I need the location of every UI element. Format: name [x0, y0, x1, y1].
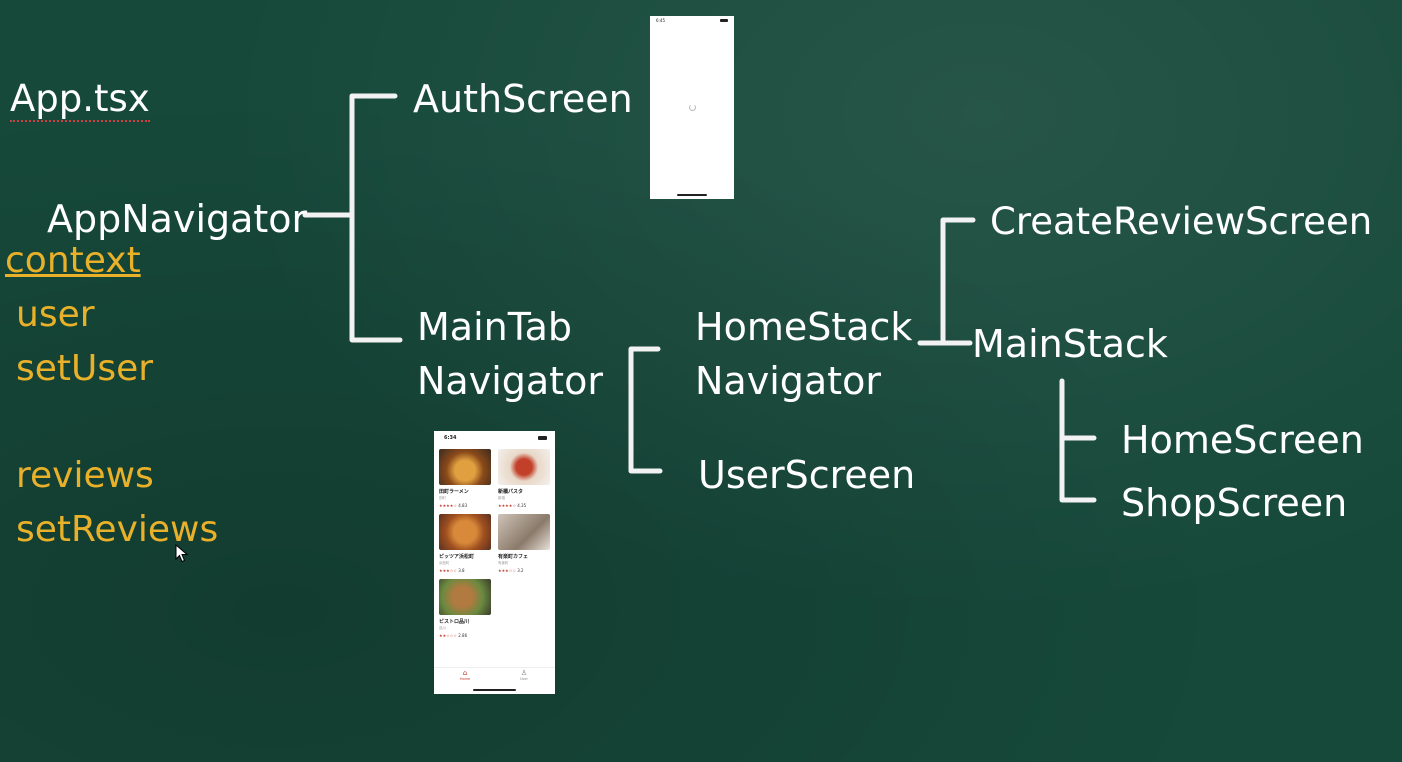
bracket-app-navigator [349, 93, 403, 343]
battery-icon [720, 19, 728, 22]
shop-area: 田町 [439, 496, 446, 500]
loading-spinner-icon [689, 104, 696, 111]
shop-card: 有楽町カフェ 有楽町 ★★★☆☆ 3.2 [498, 514, 550, 573]
shop-card: ピッツア浜松町 浜松町 ★★★☆☆ 3.8 [439, 514, 491, 573]
bracket-home-stack [940, 217, 976, 346]
auth-screen-label: AuthScreen [413, 77, 633, 121]
shop-photo [498, 449, 550, 485]
shop-area: 品川 [439, 626, 446, 630]
shop-area: 浜松町 [439, 561, 450, 565]
tab-user-label: User [520, 677, 528, 681]
shop-name: 田町ラーメン [439, 489, 469, 495]
auth-screen-thumbnail: 6:45 [650, 16, 734, 199]
tab-home-label: Home [459, 677, 471, 681]
shop-rating: ★★★☆☆ 3.2 [498, 568, 524, 573]
shop-card: 新橋パスタ 新橋 ★★★★☆ 4.35 [498, 449, 550, 508]
user-screen-label: UserScreen [698, 453, 916, 497]
shop-photo [439, 449, 491, 485]
home-indicator [677, 194, 707, 196]
context-title: context [5, 240, 141, 281]
shop-photo [439, 514, 491, 550]
home-screen-label: HomeScreen [1121, 418, 1364, 462]
shop-name: ビストロ品川 [439, 619, 470, 625]
shop-area: 有楽町 [498, 561, 509, 565]
context-item-setreviews: setReviews [16, 509, 219, 550]
shop-name: 新橋パスタ [498, 489, 524, 495]
tab-bar-divider [434, 667, 555, 668]
main-tab-navigator-line2: Navigator [417, 359, 603, 403]
battery-icon [538, 436, 547, 440]
app-navigator-label: AppNavigator [47, 197, 308, 241]
context-item-user: user [16, 294, 95, 335]
shop-rating: ★★☆☆☆ 2.86 [439, 633, 468, 638]
shop-area: 新橋 [498, 496, 505, 500]
main-stack-label: MainStack [972, 322, 1168, 366]
home-indicator [473, 689, 516, 691]
shop-photo [498, 514, 550, 550]
shop-name: ピッツア浜松町 [439, 554, 475, 560]
shop-screen-label: ShopScreen [1121, 481, 1348, 525]
home-icon: ⌂ [462, 669, 468, 677]
app-tsx-label: App.tsx [10, 77, 150, 122]
user-icon: ♙ [520, 669, 528, 677]
mouse-cursor-icon [175, 544, 189, 563]
status-time: 6:45 [656, 18, 665, 23]
shop-photo [439, 579, 491, 615]
create-review-screen-label: CreateReviewScreen [990, 200, 1373, 243]
shop-rating: ★★★★☆ 4.35 [498, 503, 527, 508]
home-stack-navigator-line2: Navigator [695, 359, 881, 403]
bracket-main-stack [1059, 378, 1097, 503]
bracket-main-tab [628, 346, 663, 474]
home-screen-thumbnail: 6:34 田町ラーメン 田町 ★★★★☆ 4.83 新橋パスタ 新橋 ★★★★☆… [434, 431, 555, 694]
home-stack-navigator-line1: HomeStack [695, 305, 913, 349]
shop-card: ビストロ品川 品川 ★★☆☆☆ 2.86 [439, 579, 491, 638]
shop-rating: ★★★☆☆ 3.8 [439, 568, 465, 573]
tab-user: ♙ User [513, 669, 535, 682]
status-time: 6:34 [444, 435, 457, 441]
shop-card: 田町ラーメン 田町 ★★★★☆ 4.83 [439, 449, 491, 508]
tab-home: ⌂ Home [454, 669, 476, 682]
shop-rating: ★★★★☆ 4.83 [439, 503, 468, 508]
context-item-reviews: reviews [16, 455, 154, 496]
shop-name: 有楽町カフェ [498, 554, 529, 560]
main-tab-navigator-line1: MainTab [417, 305, 573, 349]
context-item-setuser: setUser [16, 348, 154, 389]
